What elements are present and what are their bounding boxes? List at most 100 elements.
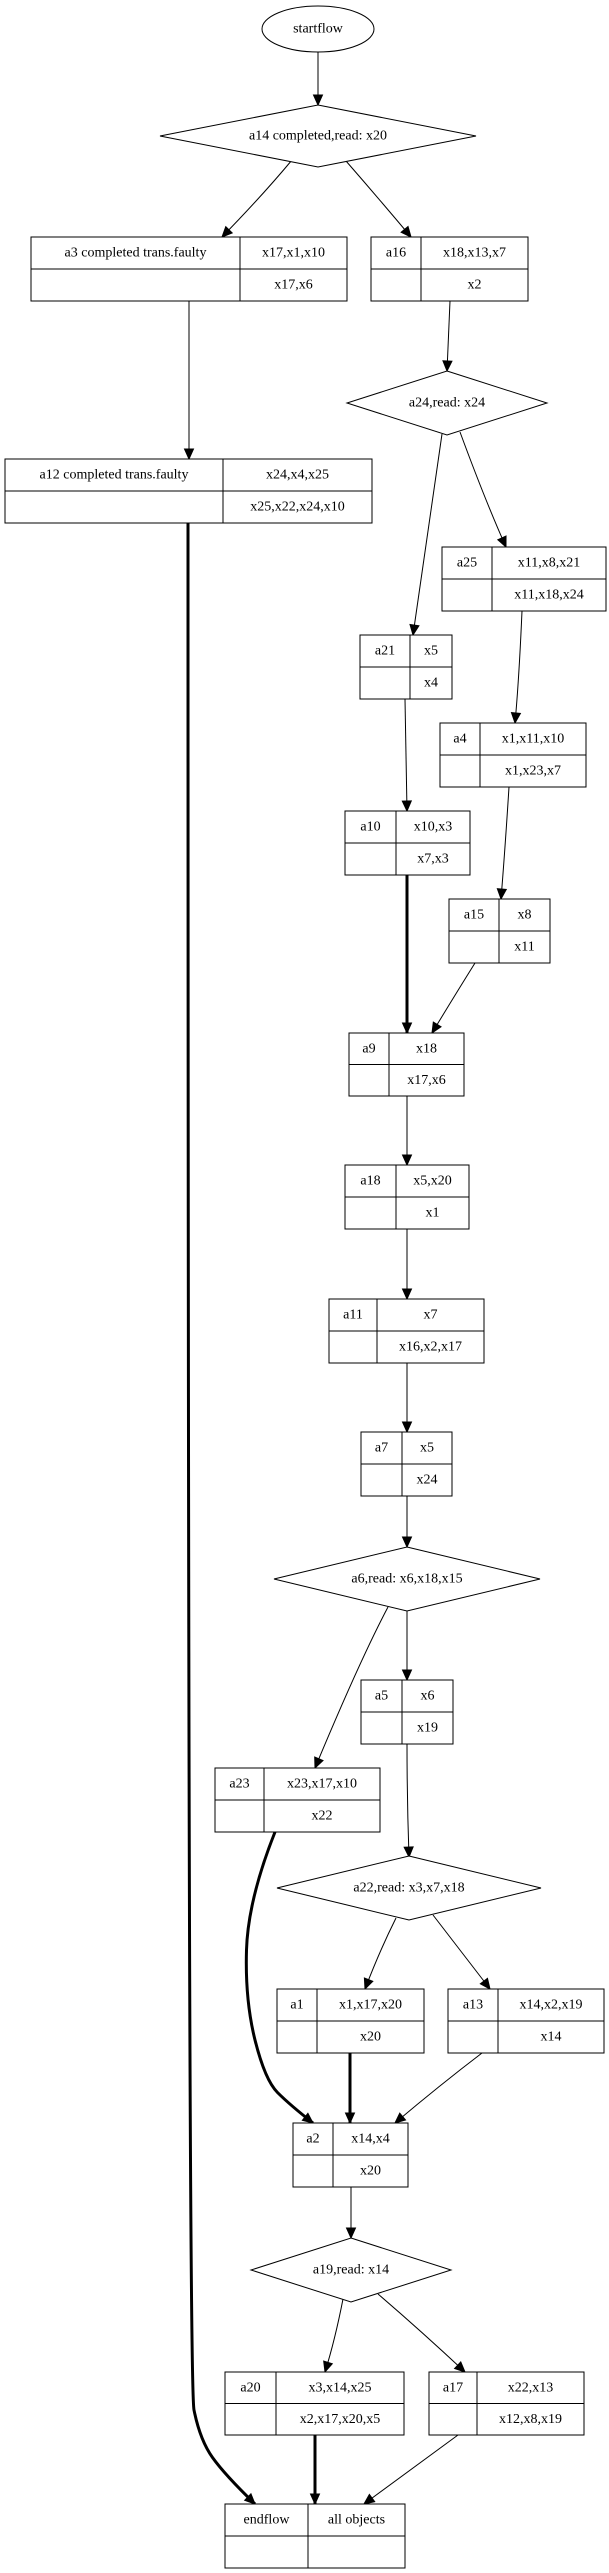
edge-a4-to-a15: [496, 786, 510, 901]
edge-a1-to-a2: [344, 2053, 356, 2125]
node-a14[interactable]: a14 completed,read: x20: [159, 104, 477, 168]
node-startflow[interactable]: startflow: [261, 5, 375, 53]
arrowhead-icon: [496, 888, 508, 901]
edge-a14-to-a3: [221, 159, 293, 238]
edge-a21-to-a10: [401, 698, 413, 813]
output-objects: x12,x8,x19: [499, 2412, 562, 2427]
activity-name: a23: [229, 1777, 249, 1792]
output-objects: x19: [417, 1721, 438, 1736]
edge-a20-to-endflow: [309, 2435, 321, 2506]
edge-line: [446, 300, 451, 372]
decision-label: a22,read: x3,x7,x18: [353, 1881, 464, 1896]
input-objects: x6: [421, 1689, 435, 1704]
edge-line: [432, 1914, 491, 1990]
edge-a2-to-a19: [345, 2187, 357, 2240]
input-objects: all objects: [328, 2513, 385, 2528]
input-objects: x7: [424, 1308, 438, 1323]
input-objects: x14,x4: [351, 2132, 390, 2147]
arrowhead-icon: [243, 2492, 256, 2505]
arrowhead-icon: [403, 1846, 414, 1859]
edge-a22-to-a1: [363, 1917, 397, 1991]
activity-name: a11: [343, 1308, 363, 1323]
edge-a15-to-a9: [431, 962, 476, 1035]
output-objects: x17,x6: [407, 1073, 446, 1088]
arrowhead-icon: [221, 225, 234, 238]
arrowhead-icon: [453, 2360, 466, 2373]
edge-a3-to-a12: [183, 301, 195, 461]
input-objects: x5: [424, 644, 438, 659]
arrowhead-icon: [312, 94, 324, 107]
edge-line: [186, 522, 257, 2506]
edge-line: [412, 433, 443, 636]
output-objects: x25,x22,x24,x10: [250, 500, 345, 515]
decision-node-shape: [273, 1546, 541, 1612]
activity-name: a12 completed trans.faulty: [40, 468, 189, 483]
arrowhead-icon: [401, 1421, 413, 1434]
decision-node-shape: [276, 1855, 542, 1921]
edge-a14-to-a16: [345, 160, 412, 238]
node-a22[interactable]: a22,read: x3,x7,x18: [276, 1855, 542, 1921]
arrowhead-icon: [479, 1977, 491, 1990]
activity-name: a17: [443, 2380, 463, 2395]
edge-line: [364, 1917, 397, 1990]
arrowhead-icon: [183, 448, 195, 461]
output-objects: x2: [468, 278, 482, 293]
node-a6[interactable]: a6,read: x6,x18,x15: [273, 1546, 541, 1612]
decision-label: a6,read: x6,x18,x15: [351, 1572, 462, 1587]
output-objects: x20: [360, 2030, 381, 2045]
output-objects: x11: [514, 940, 534, 955]
input-objects: x1,x11,x10: [502, 732, 564, 747]
output-objects: x22: [312, 1809, 333, 1824]
node-label: startflow: [293, 22, 344, 37]
arrowhead-icon: [442, 360, 453, 373]
edges-layer: [183, 52, 523, 2506]
edge-line: [404, 698, 408, 812]
arrowhead-icon: [400, 225, 412, 238]
decision-node-shape: [345, 370, 549, 436]
activity-name: a25: [457, 556, 477, 571]
arrowhead-icon: [409, 623, 420, 637]
arrowhead-icon: [401, 1154, 413, 1167]
output-objects: x2,x17,x20,x5: [300, 2412, 381, 2427]
nodes-layer: startflow a14 completed,read: x20 a3 compl…: [4, 5, 607, 2569]
edge-a18-to-a11: [401, 1229, 413, 1301]
arrowhead-icon: [363, 1977, 374, 1991]
activity-name: endflow: [244, 2513, 291, 2528]
arrowhead-icon: [401, 1288, 413, 1301]
output-objects: x17,x6: [274, 278, 313, 293]
node-a19[interactable]: a19,read: x14: [249, 2237, 453, 2303]
node-a24[interactable]: a24,read: x24: [345, 370, 549, 436]
edge-a24-to-a25: [459, 431, 507, 549]
arrowhead-icon: [301, 2112, 314, 2124]
arrowhead-icon: [510, 712, 522, 725]
activity-name: a9: [362, 1041, 375, 1056]
node-endflow[interactable]: endflow all objects: [224, 2503, 406, 2569]
edge-startflow-to-a14: [312, 52, 324, 107]
input-objects: x17,x1,x10: [262, 246, 325, 261]
decision-label: a24,read: x24: [409, 396, 485, 411]
edge-line: [221, 159, 293, 238]
edge-a13-to-a2: [394, 2052, 483, 2124]
activity-name: a18: [360, 1174, 380, 1189]
input-objects: x14,x2,x19: [520, 1998, 583, 2013]
